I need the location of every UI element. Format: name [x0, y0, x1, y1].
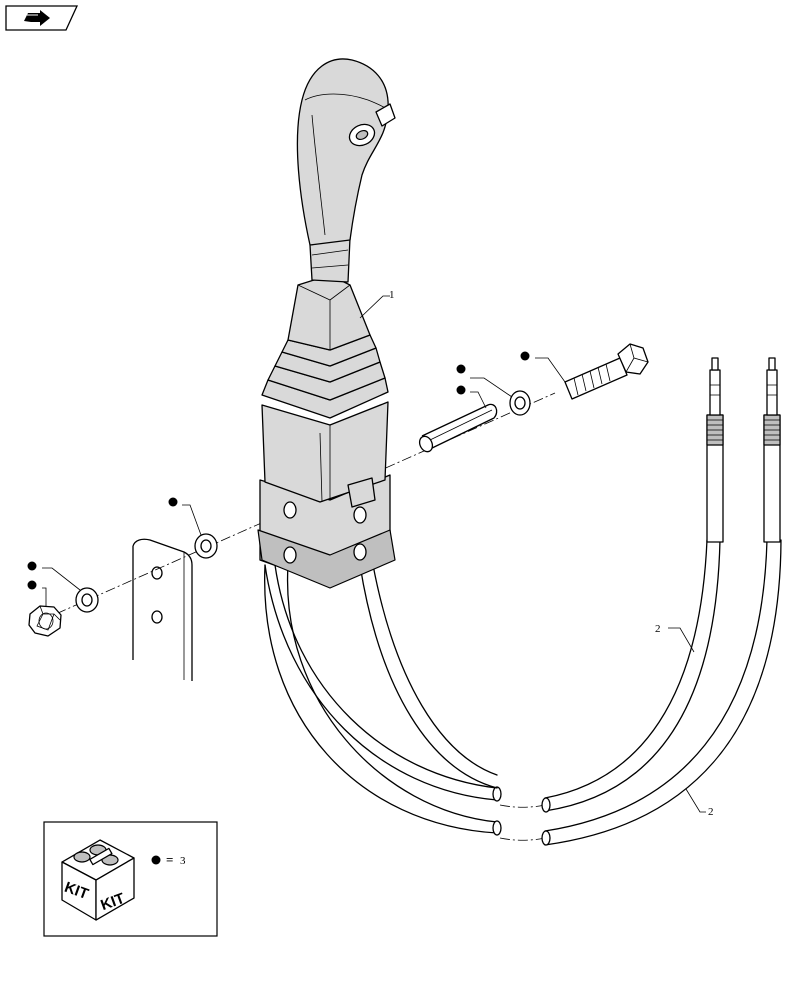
- kit-marker-sleeve: [456, 385, 487, 409]
- cable-break-line-upper: [499, 804, 546, 808]
- callout-item-2-lower: 2: [685, 788, 714, 818]
- svg-text:2: 2: [655, 623, 661, 635]
- kit-marker-nut: [27, 580, 47, 606]
- kit-box-icon: KIT KIT: [61, 839, 135, 921]
- cable-left-pair: [264, 564, 502, 836]
- kit-marker-washer-middle: [168, 497, 202, 536]
- connector-left: [706, 357, 724, 543]
- legend-item-number: 3: [180, 855, 186, 867]
- legend-equals: =: [166, 852, 173, 867]
- washer-middle: [194, 533, 218, 559]
- joystick-assembly: [257, 58, 396, 589]
- callout-item-1: 1: [359, 289, 395, 319]
- hex-nut: [28, 605, 62, 637]
- kit-marker-washer-right: [456, 364, 513, 398]
- kit-marker-washer-left: [27, 561, 81, 591]
- mounting-plate: [132, 538, 193, 681]
- kit-marker-dot-icon: [151, 855, 161, 865]
- hex-bolt: [564, 343, 649, 400]
- svg-text:1: 1: [389, 289, 395, 301]
- nav-button[interactable]: [5, 5, 79, 31]
- arrow-right-icon: [24, 10, 50, 26]
- cable-right-pair: [541, 539, 782, 846]
- washer-right: [509, 390, 531, 416]
- connector-right: [763, 357, 781, 543]
- assembly-axis-line: [39, 392, 556, 622]
- sleeve-pin: [418, 403, 498, 453]
- washer-left: [75, 587, 99, 613]
- kit-marker-bolt: [520, 351, 566, 383]
- kit-legend: KIT KIT = 3: [43, 821, 218, 937]
- svg-text:2: 2: [708, 806, 714, 818]
- cable-break-line-lower: [499, 837, 546, 841]
- callout-item-2-upper: 2: [655, 623, 695, 653]
